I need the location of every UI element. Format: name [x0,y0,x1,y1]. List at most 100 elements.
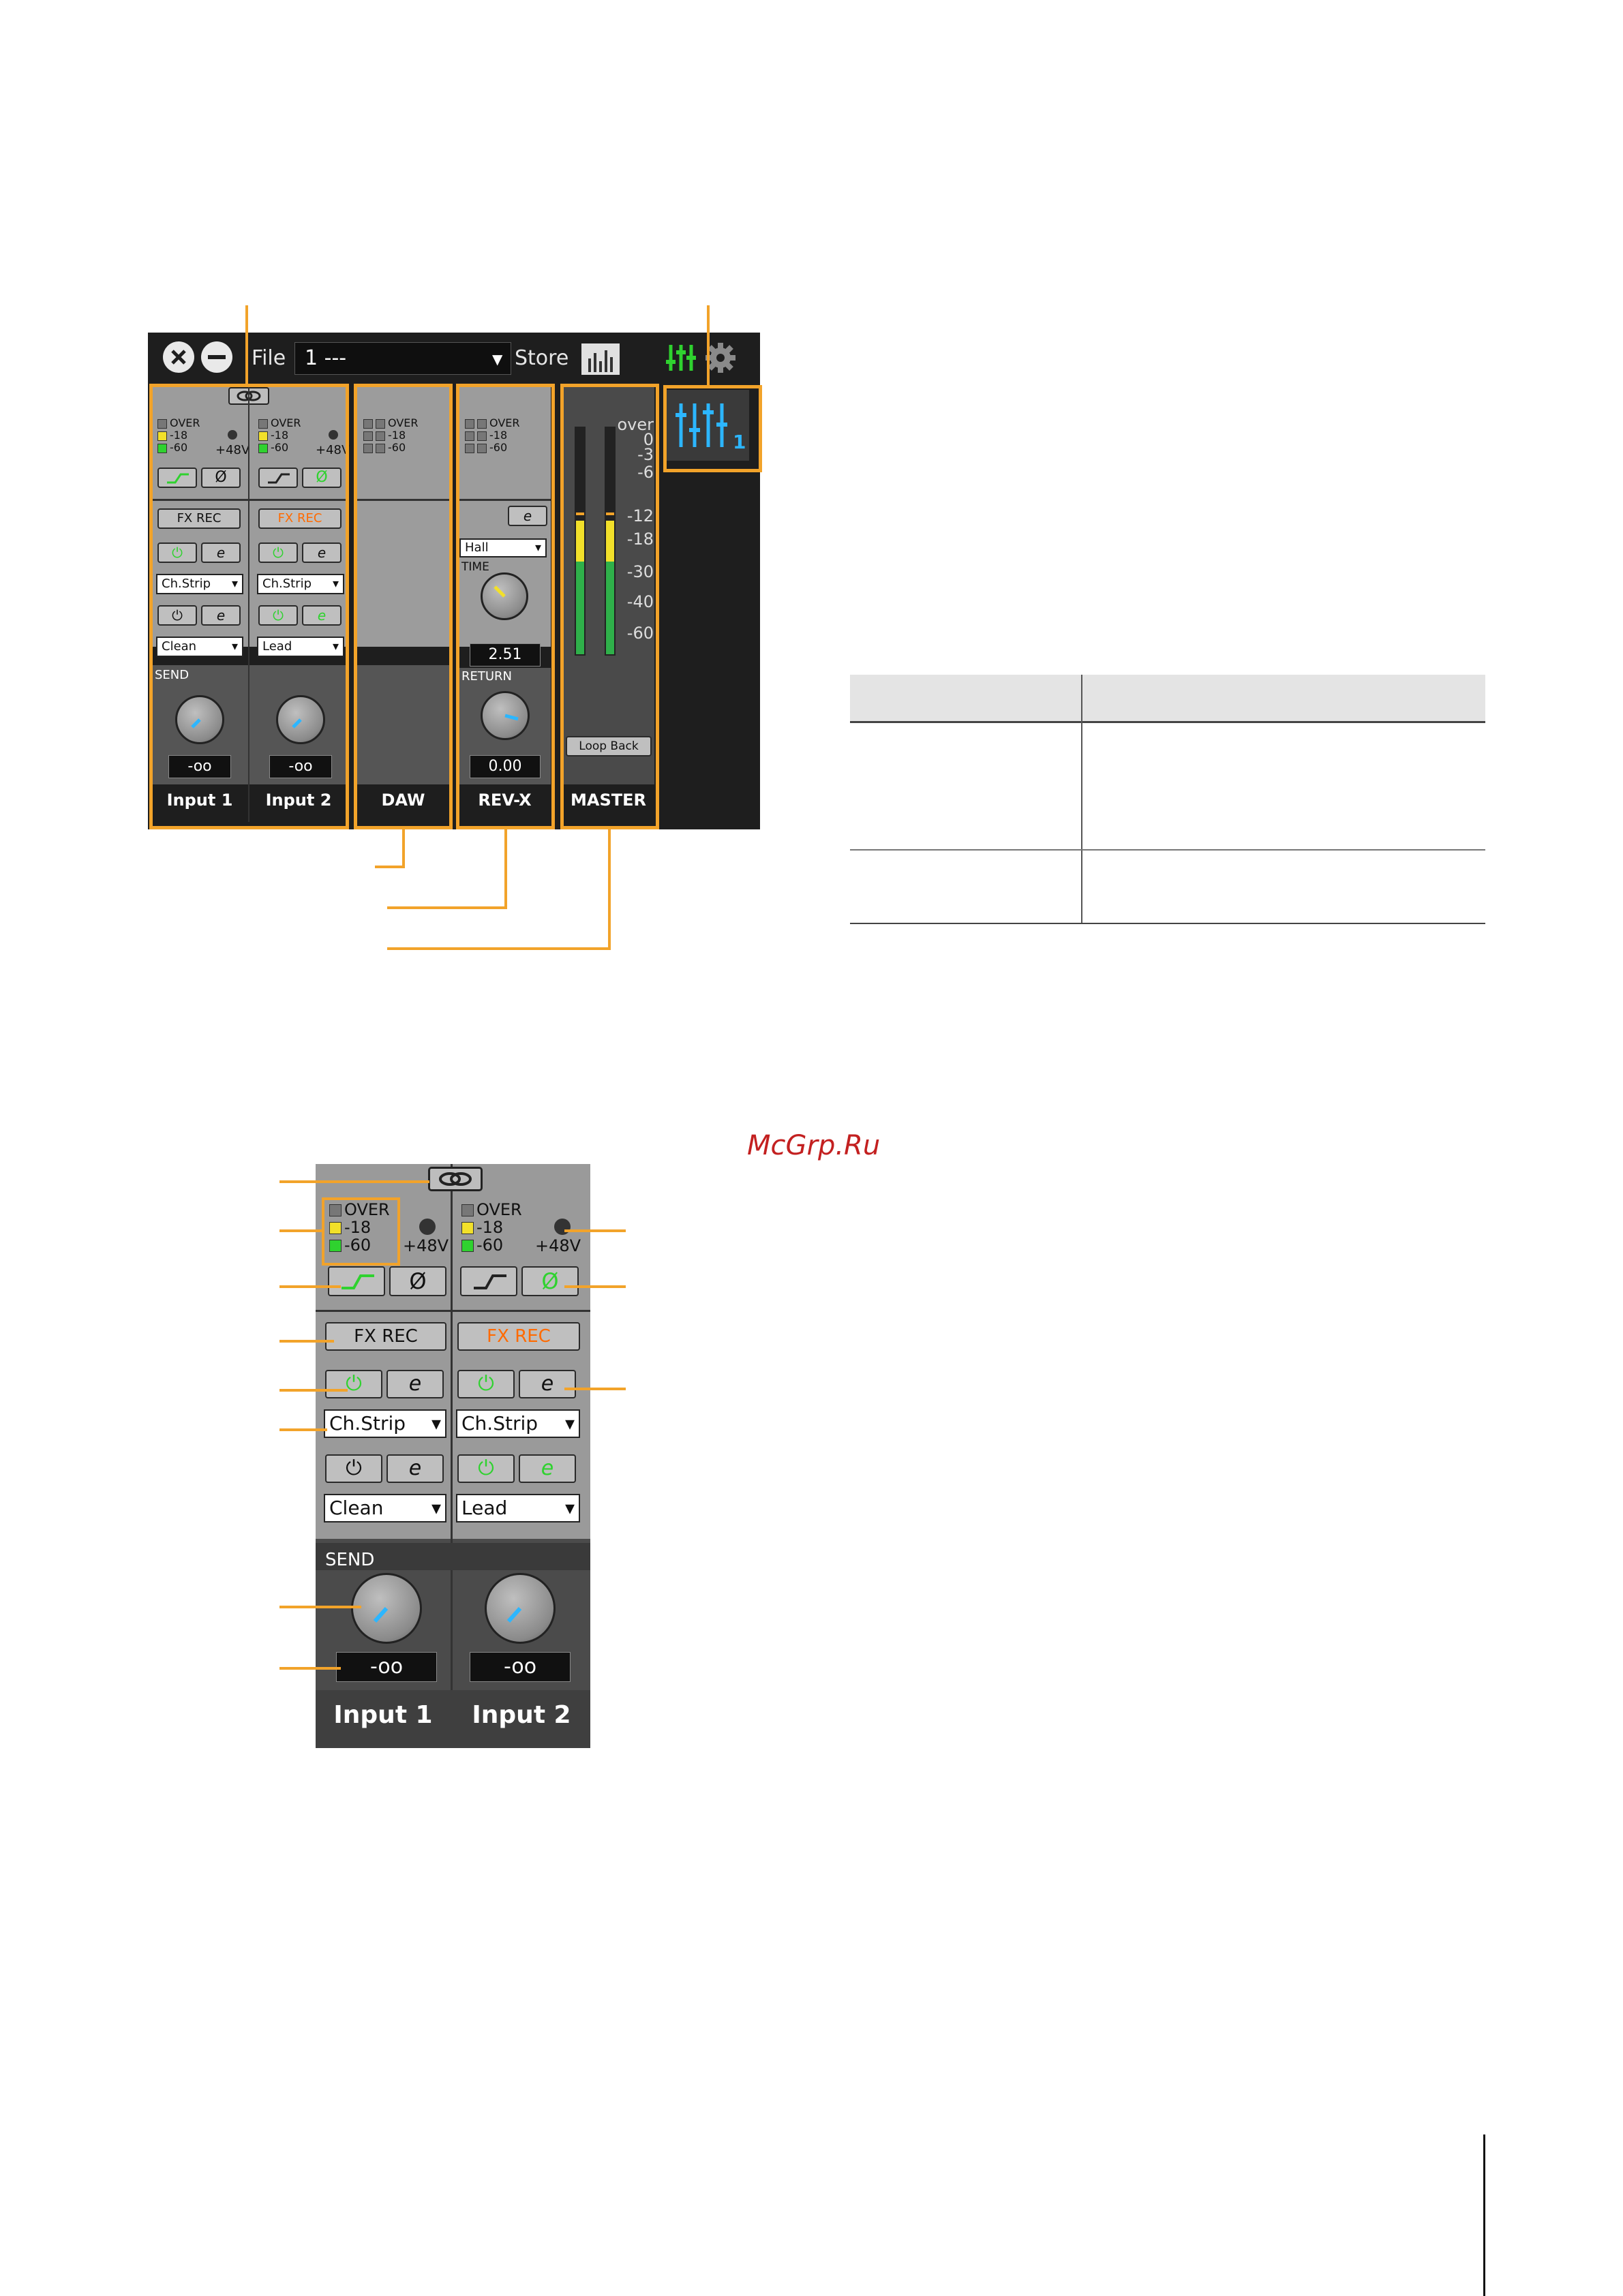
meter-18-label: -18 [388,429,406,442]
meter-over-label: OVER [170,416,200,429]
mix-selector[interactable]: 1 [665,390,749,461]
send-value[interactable]: -oo [470,1652,571,1682]
hpf-button[interactable] [460,1266,517,1296]
send-label: SEND [325,1550,375,1570]
effect1-select[interactable]: Ch.Strip [257,574,344,594]
minimize-icon[interactable] [201,341,232,373]
effect1-edit-icon[interactable]: e [302,542,342,563]
channel-name: Input 2 [265,791,332,810]
effect1-power-icon[interactable]: ⏻ [325,1370,382,1398]
effect1-power-icon[interactable]: ⏻ [258,542,298,563]
channel-name: Input 1 [166,791,233,810]
effect1-power-icon[interactable]: ⏻ [157,542,197,563]
fx-rec-button[interactable]: FX REC [457,1322,580,1351]
channel-name: MASTER [571,791,646,810]
mixer-tab-icon[interactable] [664,341,698,378]
phase-button[interactable]: Ø [389,1266,446,1296]
time-label: TIME [461,560,489,574]
link-icon[interactable] [428,1167,483,1191]
effect1-power-icon[interactable]: ⏻ [457,1370,515,1398]
meter-over-label: OVER [489,416,520,429]
phase-button[interactable]: Ø [521,1266,579,1296]
store-button[interactable]: Store [515,346,569,370]
meter-view-icon[interactable] [581,343,620,375]
page-edge-rule [1483,2134,1485,2296]
meter-60-label: -60 [489,441,508,454]
table-divider [850,849,1485,851]
table-divider [850,923,1485,924]
effect2-select[interactable]: Lead [456,1494,580,1522]
effect2-power-icon[interactable]: ⏻ [258,605,298,626]
effect2-select[interactable]: Clean [324,1494,446,1522]
send-value[interactable]: -oo [336,1652,437,1682]
meter-18-label: -18 [170,429,188,442]
send-knob[interactable] [175,695,224,744]
highlight-daw-strip [354,384,453,829]
gear-icon[interactable] [703,341,738,378]
phantom-indicator-icon [228,430,237,440]
top-bar: File 1 --- ▼ Store [148,333,760,383]
reverb-edit-icon[interactable]: e [508,506,547,526]
table-header [850,675,1485,721]
effect2-select[interactable]: Clean [156,637,243,657]
time-value[interactable]: 2.51 [470,643,541,667]
channel-name: Input 2 [472,1701,571,1729]
phantom-label: +48V [316,443,350,457]
effect2-edit-icon[interactable]: e [302,605,342,626]
meter-60-label: -60 [170,441,188,454]
hpf-button[interactable] [328,1266,385,1296]
effect2-select[interactable]: Lead [257,637,344,657]
send-knob[interactable] [351,1573,422,1644]
phantom-label: +48V [535,1236,581,1255]
loop-back-button[interactable]: Loop Back [566,736,652,756]
phantom-indicator-icon [554,1219,571,1235]
fx-rec-button[interactable]: FX REC [325,1322,446,1351]
close-icon[interactable] [163,341,194,373]
effect1-select[interactable]: Ch.Strip [324,1409,446,1438]
effect2-edit-icon[interactable]: e [386,1454,444,1483]
highlight-mix-selector [663,385,762,472]
send-value[interactable]: -oo [168,755,231,778]
phantom-label: +48V [403,1236,449,1255]
input2-level-meter: OVER -18 -60 [258,417,301,454]
highlight-rev-x-strip [456,384,555,829]
input-strip-detail: OVER -18 -60 +48V Ø FX REC ⏻ e Ch.Strip … [316,1164,590,1748]
phase-button[interactable]: Ø [201,468,241,488]
effect2-power-icon[interactable]: ⏻ [157,605,197,626]
master-scale: over 0 -3 -6 -12 -18 -30 -40 -60 [617,415,654,643]
divider [459,499,551,501]
return-knob[interactable] [481,691,530,740]
phantom-indicator-icon [419,1219,436,1235]
mix-number-badge: 1 [733,431,746,453]
send-value[interactable]: -oo [269,755,332,778]
effect1-edit-icon[interactable]: e [386,1370,444,1398]
time-knob[interactable] [481,572,528,620]
send-knob[interactable] [276,695,325,744]
fx-rec-button[interactable]: FX REC [157,508,241,529]
phantom-label: +48V [215,443,250,457]
effect2-edit-icon[interactable]: e [201,605,241,626]
watermark: McGrp.Ru [747,1130,881,1161]
file-label: File [252,346,286,370]
effect2-edit-icon[interactable]: e [519,1454,576,1483]
highlight-master-strip [560,384,659,829]
effect2-power-icon[interactable]: ⏻ [325,1454,382,1483]
fx-rec-button[interactable]: FX REC [258,508,342,529]
hpf-button[interactable] [157,468,197,488]
file-select[interactable]: 1 --- [294,342,511,375]
hpf-button[interactable] [258,468,298,488]
effect1-select[interactable]: Ch.Strip [456,1409,580,1438]
effect1-edit-icon[interactable]: e [201,542,241,563]
effect1-select[interactable]: Ch.Strip [156,574,243,594]
channel-name: REV-X [478,791,532,810]
return-value[interactable]: 0.00 [470,755,541,778]
meter-18-label: -18 [271,429,289,442]
phase-button[interactable]: Ø [302,468,342,488]
effect1-edit-icon[interactable]: e [519,1370,576,1398]
send-knob[interactable] [485,1573,556,1644]
reverb-type-select[interactable]: Hall [459,538,547,557]
master-meter-right [605,427,616,656]
master-meter-left [575,427,586,656]
divider [357,499,449,501]
effect2-power-icon[interactable]: ⏻ [457,1454,515,1483]
